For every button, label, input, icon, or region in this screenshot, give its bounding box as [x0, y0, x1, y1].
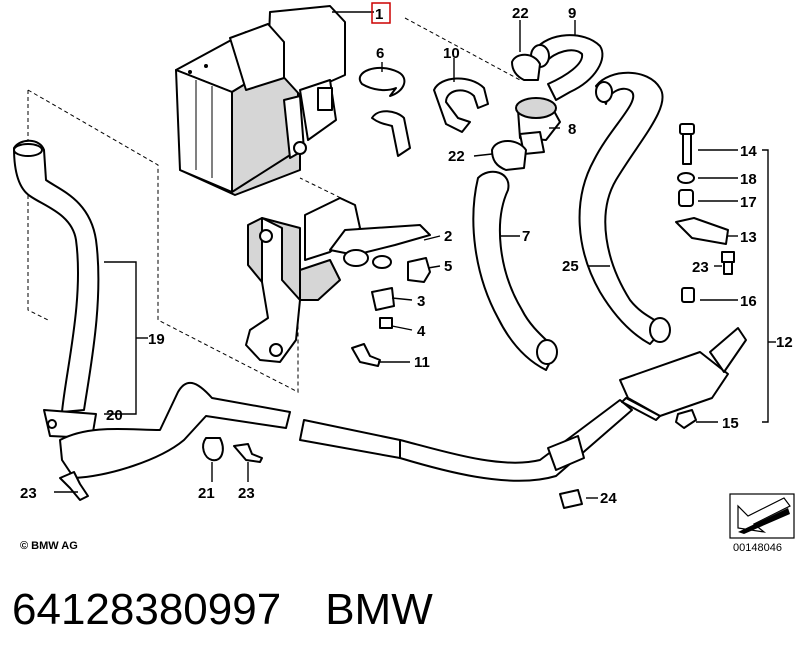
callout-19[interactable]: 19 [148, 331, 165, 348]
bolt-14[interactable] [679, 123, 695, 165]
callout-3[interactable]: 3 [417, 293, 425, 310]
callout-labels: 1 2 3 4 5 6 7 8 9 10 11 12 13 14 15 16 1… [20, 5, 793, 507]
bracket-small-parts[interactable] [351, 257, 431, 367]
clamp-21[interactable] [202, 437, 224, 462]
callout-2[interactable]: 2 [444, 228, 452, 245]
callout-8[interactable]: 8 [568, 121, 576, 138]
callout-13[interactable]: 13 [740, 229, 757, 246]
callout-16[interactable]: 16 [740, 293, 757, 310]
callout-1-highlight-box [371, 2, 391, 24]
callout-23-right[interactable]: 23 [692, 259, 709, 276]
callout-24[interactable]: 24 [600, 490, 617, 507]
heater-mounting-bracket[interactable] [245, 197, 431, 363]
callout-6[interactable]: 6 [376, 45, 384, 62]
callout-23-bottom-left[interactable]: 23 [20, 485, 37, 502]
callout-21[interactable]: 21 [198, 485, 215, 502]
hose-clamp-22-upper[interactable] [511, 53, 541, 81]
clip-10[interactable] [433, 77, 489, 133]
callout-20[interactable]: 20 [106, 407, 123, 424]
callout-12[interactable]: 12 [776, 334, 793, 351]
spacer-17[interactable] [678, 189, 694, 207]
exhaust-muffler-12[interactable] [619, 327, 747, 421]
nut-15[interactable] [675, 409, 697, 429]
hose-clamp-22-lower[interactable] [491, 140, 527, 171]
auxiliary-heater-unit[interactable] [175, 5, 346, 196]
bolt-23-right[interactable] [721, 251, 735, 275]
part-number: 64128380997 [12, 585, 282, 634]
bolt-23-bottom-left[interactable] [59, 471, 89, 501]
bolt-23-bottom-middle[interactable] [233, 443, 263, 463]
hose-9[interactable] [530, 34, 604, 101]
grommet-16[interactable] [681, 287, 695, 303]
hose-25[interactable] [578, 71, 671, 345]
callout-7[interactable]: 7 [522, 228, 530, 245]
callout-17[interactable]: 17 [740, 194, 757, 211]
hose-19[interactable] [13, 139, 100, 413]
callout-18[interactable]: 18 [740, 171, 757, 188]
callout-11[interactable]: 11 [414, 354, 430, 371]
callout-9[interactable]: 9 [568, 5, 576, 22]
drawing-number: 00148046 [733, 542, 782, 554]
callout-10[interactable]: 10 [443, 45, 460, 62]
callout-23-bottom-middle[interactable]: 23 [238, 485, 255, 502]
coolant-pipe[interactable] [59, 382, 633, 482]
washer-18[interactable] [677, 172, 695, 184]
bracket-13[interactable] [675, 217, 729, 245]
callout-1[interactable]: 1 [375, 6, 383, 23]
callout-4[interactable]: 4 [417, 323, 426, 340]
hose-7[interactable] [472, 170, 558, 371]
callout-5[interactable]: 5 [444, 258, 452, 275]
copyright-notice: © BMW AG [20, 540, 78, 552]
brand-name: BMW [325, 585, 433, 634]
callout-25[interactable]: 25 [562, 258, 579, 275]
clip-6[interactable] [358, 67, 411, 157]
leader-lines [54, 11, 776, 499]
footer: 64128380997 BMW [12, 585, 433, 635]
orientation-arrow-icon [729, 493, 795, 539]
callout-22-upper[interactable]: 22 [512, 5, 529, 22]
callout-15[interactable]: 15 [722, 415, 739, 432]
callout-14[interactable]: 14 [740, 143, 757, 160]
grommet-24[interactable] [559, 489, 583, 509]
callout-22-lower[interactable]: 22 [448, 148, 465, 165]
coolant-pump-8[interactable] [515, 97, 561, 155]
